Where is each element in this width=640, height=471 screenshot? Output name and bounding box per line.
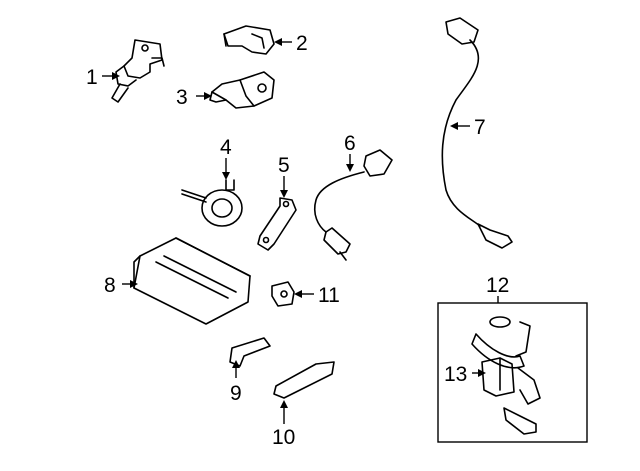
callout-2: 2 [296,32,308,55]
part-12-kit-parts [471,316,541,435]
callout-10: 10 [272,426,295,449]
part-12-kit-box [437,302,588,443]
callout-9: 9 [230,382,242,405]
part-7-oxygen-sensor [441,17,513,249]
callout-11: 11 [318,284,340,307]
part-6-oxygen-sensor [313,149,393,261]
part-10-bracket [273,361,335,399]
part-13-module [481,357,515,397]
part-2-sensor [223,25,275,55]
part-3-sensor [209,71,275,109]
part-1-sensor [111,39,165,103]
callout-8: 8 [104,274,116,297]
part-11-sensor [271,281,295,307]
callout-12: 12 [486,274,509,297]
callout-7: 7 [474,116,486,139]
callout-13: 13 [444,363,467,386]
leader-lines [102,38,499,424]
part-4-sensor [181,179,243,227]
callout-3: 3 [176,86,188,109]
part-8-control-module [133,237,251,325]
part-9-bracket [229,337,271,367]
callout-1: 1 [86,66,98,89]
callout-5: 5 [278,154,290,177]
callout-4: 4 [220,136,232,159]
callout-6: 6 [344,132,356,155]
part-5-bracket [257,197,297,251]
